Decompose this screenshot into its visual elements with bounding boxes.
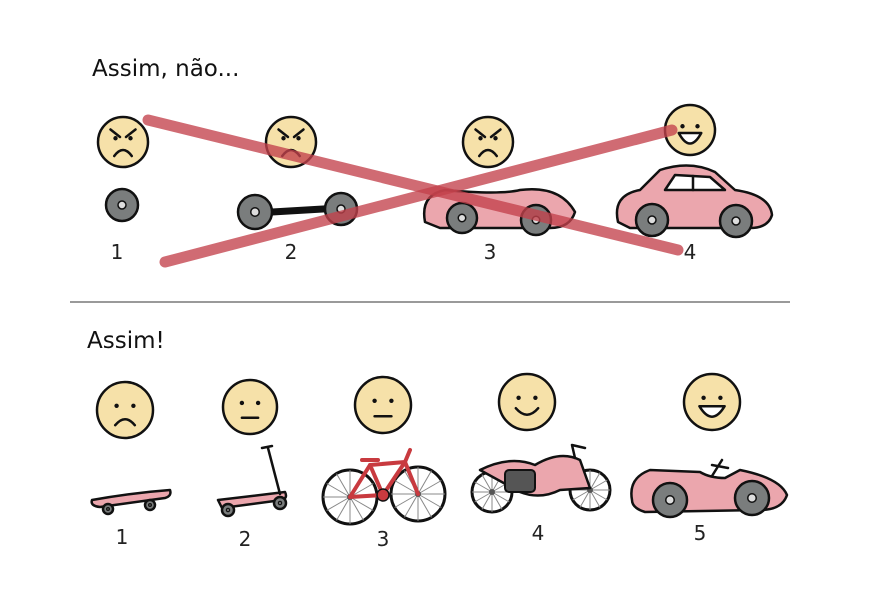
face-smile-icon bbox=[497, 372, 557, 432]
face-angry-icon bbox=[96, 115, 150, 169]
bottom-step-number: 5 bbox=[693, 521, 707, 545]
bottom-step-number: 4 bbox=[531, 521, 545, 545]
bottom-step-number: 1 bbox=[115, 525, 129, 549]
bottom-step-number: 3 bbox=[376, 527, 390, 551]
top-step-number: 1 bbox=[110, 240, 124, 264]
skateboard-icon bbox=[90, 488, 172, 516]
top-step-number: 3 bbox=[483, 240, 497, 264]
wheel-icon bbox=[104, 187, 140, 223]
scooter-icon bbox=[216, 444, 288, 518]
top-step-number: 4 bbox=[683, 240, 697, 264]
face-sad-icon bbox=[95, 380, 155, 440]
cross-icon bbox=[142, 114, 684, 268]
bottom-step-number: 2 bbox=[238, 527, 252, 551]
car-icon bbox=[615, 164, 774, 239]
convertible-icon bbox=[630, 458, 789, 519]
face-neutral-icon bbox=[353, 375, 413, 435]
face-happy-icon bbox=[682, 372, 742, 432]
face-neutral-icon bbox=[221, 378, 279, 436]
motorcycle-icon bbox=[470, 443, 612, 514]
top-step-number: 2 bbox=[284, 240, 298, 264]
face-angry-icon bbox=[461, 115, 515, 169]
bicycle-icon bbox=[321, 448, 447, 526]
top-title: Assim, não... bbox=[92, 56, 240, 82]
bottom-title: Assim! bbox=[87, 328, 165, 354]
